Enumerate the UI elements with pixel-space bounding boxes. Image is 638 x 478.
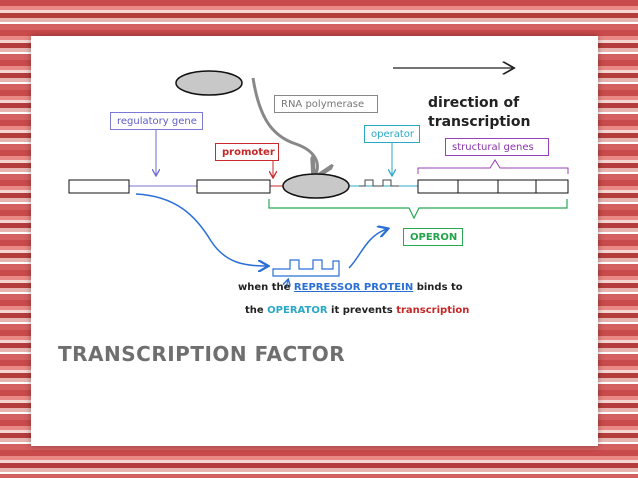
caption-operator: OPERATOR: [267, 305, 328, 316]
operator-label: operator: [364, 125, 420, 143]
caption-transcription: transcription: [396, 305, 470, 316]
repressor-to-operator-arrow: [348, 229, 387, 269]
regulatory-gene-label: regulatory gene: [110, 112, 203, 130]
caption-line-2: the OPERATOR it prevents transcription: [245, 305, 469, 316]
caption-it-prevents: it prevents: [331, 305, 393, 316]
operator-site: [359, 179, 399, 187]
direction-line-1: direction of: [428, 95, 520, 111]
repressor-protein: [272, 259, 340, 277]
operon-label: OPERON: [403, 228, 463, 246]
rna-polymerase-label: RNA polymerase: [274, 95, 378, 113]
promoter-label: promoter: [215, 143, 279, 161]
operon-brace: [268, 199, 568, 220]
regulatory-gene-segment: [196, 179, 271, 194]
slide: RNA polymerase direction of transcriptio…: [31, 36, 598, 446]
rna-polymerase-shape: [175, 70, 243, 96]
rnap-arrow: [251, 77, 317, 176]
bound-rna-polymerase: [282, 173, 350, 199]
structural-genes-label: structural genes: [445, 138, 549, 156]
direction-line-2: transcription: [428, 114, 531, 130]
caption-repressor-protein: REPRESSOR PROTEIN: [293, 282, 414, 293]
slide-title: TRANSCRIPTION FACTOR: [58, 342, 346, 366]
caption-the: the: [245, 305, 264, 316]
structural-genes-segment: [417, 179, 569, 194]
operon-diagram: [68, 36, 569, 289]
caption-when-the: when the: [238, 282, 291, 293]
caption-line-1: when the REPRESSOR PROTEIN binds to: [238, 282, 463, 293]
direction-of-transcription: direction of transcription: [428, 94, 530, 132]
dna-segment-1: [68, 179, 130, 194]
structural-genes-brace: [417, 159, 569, 174]
repressor-arrow: [135, 193, 267, 266]
caption-binds-to: binds to: [416, 282, 463, 293]
